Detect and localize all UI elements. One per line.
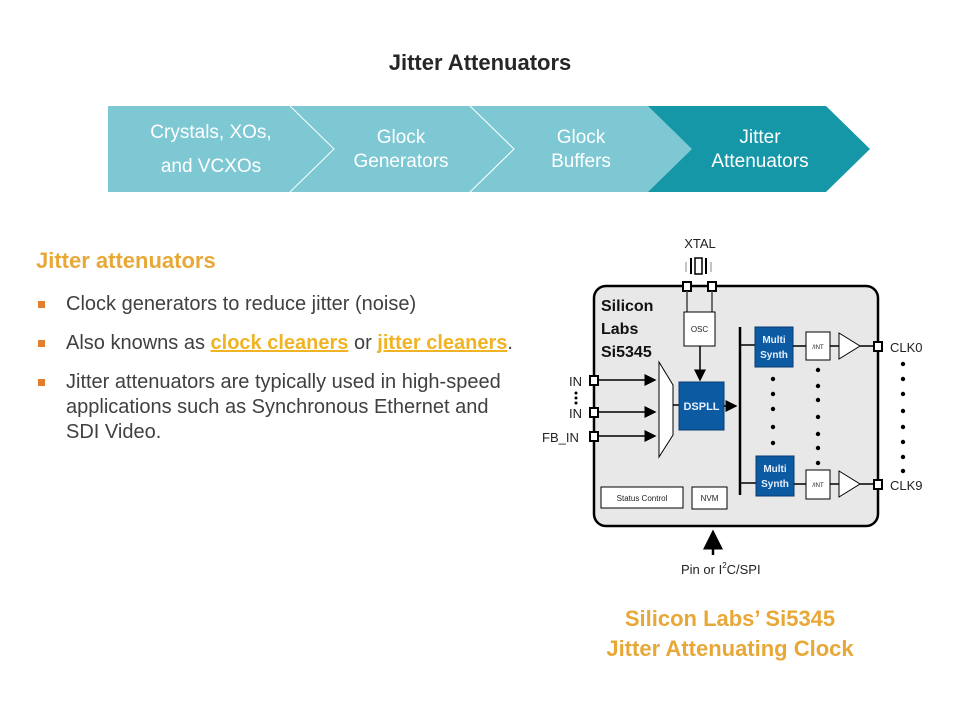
- flow-step-crystals: Crystals, XOs, and VCXOs: [108, 106, 334, 192]
- xtal-label: XTAL: [684, 236, 716, 251]
- int-divider-block: [805, 331, 831, 361]
- chip-name: Si5345: [601, 344, 652, 361]
- bullet-text: Clock generators to reduce jitter (noise…: [66, 293, 417, 315]
- output-label: CLK0: [890, 340, 923, 355]
- flow-step-label: Glock: [377, 127, 426, 148]
- flow-step-jitter-attenuators: Jitter Attenuators: [648, 106, 870, 192]
- flow-step-label: Generators: [353, 151, 448, 172]
- nvm-label: NVM: [701, 494, 719, 503]
- section-heading: Jitter attenuators: [36, 248, 216, 273]
- int-label: /INT: [812, 345, 824, 351]
- clock-cleaners-link[interactable]: clock cleaners: [210, 332, 349, 354]
- crystal-icon: [685, 257, 712, 275]
- output-pin: [873, 341, 883, 352]
- square-bullet-icon: [38, 340, 45, 347]
- output-buffer-icon: [838, 470, 861, 498]
- int-label: /INT: [812, 483, 824, 489]
- bullet-item: Jitter attenuators are typically used in…: [36, 370, 526, 445]
- mux-icon: [658, 360, 674, 459]
- bullet-item: Also knowns as clock cleaners or jitter …: [36, 331, 526, 356]
- content-panel: Jitter attenuators Clock generators to r…: [36, 248, 526, 459]
- multisynth-label: Multi: [763, 464, 787, 475]
- flow-step-label: Glock: [557, 127, 606, 148]
- xtal-pin: [707, 281, 717, 292]
- flow-step-label: Buffers: [551, 151, 611, 172]
- status-control-block: [600, 486, 684, 509]
- ellipsis-dots: [770, 361, 906, 474]
- flow-step-clock-buffers: Glock Buffers: [469, 105, 694, 193]
- bullet-text: Also knowns as: [66, 332, 211, 354]
- diagram-caption: Silicon Labs’ Si5345 Jitter Attenuating …: [560, 604, 900, 664]
- osc-block: [683, 311, 716, 347]
- output-pin: [873, 479, 883, 490]
- input-label: IN: [569, 374, 582, 389]
- dspll-block: [678, 381, 725, 431]
- flow-step-label: and VCXOs: [161, 156, 261, 177]
- square-bullet-icon: [38, 379, 45, 386]
- input-pin: [589, 431, 599, 442]
- flow-step-label: Crystals, XOs,: [150, 122, 271, 143]
- square-bullet-icon: [38, 301, 45, 308]
- multisynth-label: Synth: [761, 479, 789, 490]
- input-label: IN: [569, 406, 582, 421]
- chip-name: Silicon: [601, 298, 653, 315]
- flow-step-label: Jitter: [739, 127, 781, 148]
- chip-name: Labs: [601, 321, 638, 338]
- bullet-text: .: [507, 332, 513, 354]
- dspll-label: DSPLL: [683, 401, 719, 413]
- bullet-list: Clock generators to reduce jitter (noise…: [36, 292, 526, 445]
- osc-label: OSC: [691, 325, 709, 334]
- flow-step-label: Attenuators: [711, 151, 808, 172]
- caption-line: Silicon Labs’ Si5345: [624, 606, 836, 631]
- page-title: Jitter Attenuators: [388, 50, 572, 75]
- multisynth-block: [754, 326, 794, 368]
- bullet-item: Clock generators to reduce jitter (noise…: [36, 292, 526, 317]
- flow-step-clock-generators: Glock Generators: [289, 105, 514, 193]
- input-pin: [589, 407, 599, 418]
- nvm-block: [691, 486, 728, 510]
- output-buffer-icon: [838, 332, 861, 360]
- input-label: FB_IN: [542, 430, 579, 445]
- output-label: CLK9: [890, 478, 923, 493]
- jitter-cleaners-link[interactable]: jitter cleaners: [377, 332, 508, 354]
- multisynth-label: Synth: [760, 350, 788, 361]
- bullet-text: Jitter attenuators are typically used in…: [66, 371, 501, 443]
- bullet-text: or: [348, 332, 378, 354]
- xtal-pin: [682, 281, 692, 292]
- multisynth-label: Multi: [762, 335, 786, 346]
- multisynth-block: [755, 455, 795, 497]
- status-control-label: Status Control: [617, 494, 668, 503]
- input-pin: [589, 375, 599, 386]
- caption-line: Jitter Attenuating Clock: [606, 636, 854, 661]
- control-interface-label: Pin or I2C/SPI: [681, 561, 761, 577]
